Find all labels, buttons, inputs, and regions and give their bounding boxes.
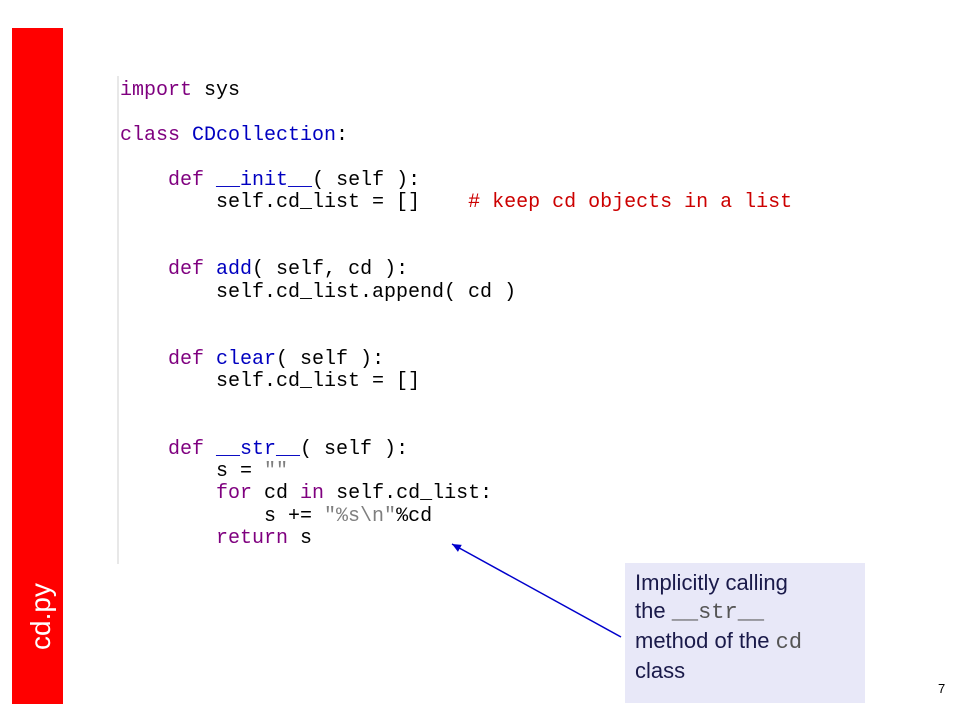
code-line-10: s = "": [216, 459, 289, 483]
page-number: 7: [938, 681, 946, 696]
code-line-3: def __init__( self ):: [168, 168, 421, 192]
code-panel: [117, 76, 877, 564]
code-line-7: def clear( self ):: [168, 347, 385, 371]
code-line-9: def __str__( self ):: [168, 437, 409, 461]
code-listing: import sys class CDcollection: def __ini…: [120, 79, 793, 551]
code-gutter: [117, 76, 119, 564]
note-line-1: Implicitly calling: [635, 570, 788, 595]
note-line-2: the __str__: [635, 598, 765, 625]
callout-note: Implicitly calling the __str__ method of…: [625, 563, 865, 703]
title-bar: [12, 28, 63, 704]
note-line-4: class: [635, 658, 686, 683]
code-line-11: for cd in self.cd_list:: [216, 482, 493, 506]
code-line-1: import sys: [120, 79, 241, 102]
code-comment: # keep cd objects in a list: [468, 191, 793, 215]
note-line-3: method of the cd: [635, 628, 803, 655]
code-line-12: s += "%s\n"%cd: [264, 504, 433, 528]
code-line-6: self.cd_list.append( cd ): [216, 280, 517, 304]
code-line-13: return s: [216, 527, 313, 551]
code-line-5: def add( self, cd ):: [168, 258, 409, 282]
code-line-2: class CDcollection:: [120, 123, 349, 147]
code-line-4: self.cd_list = [] # keep cd objects in a…: [216, 191, 793, 215]
code-line-8: self.cd_list = []: [216, 370, 421, 394]
